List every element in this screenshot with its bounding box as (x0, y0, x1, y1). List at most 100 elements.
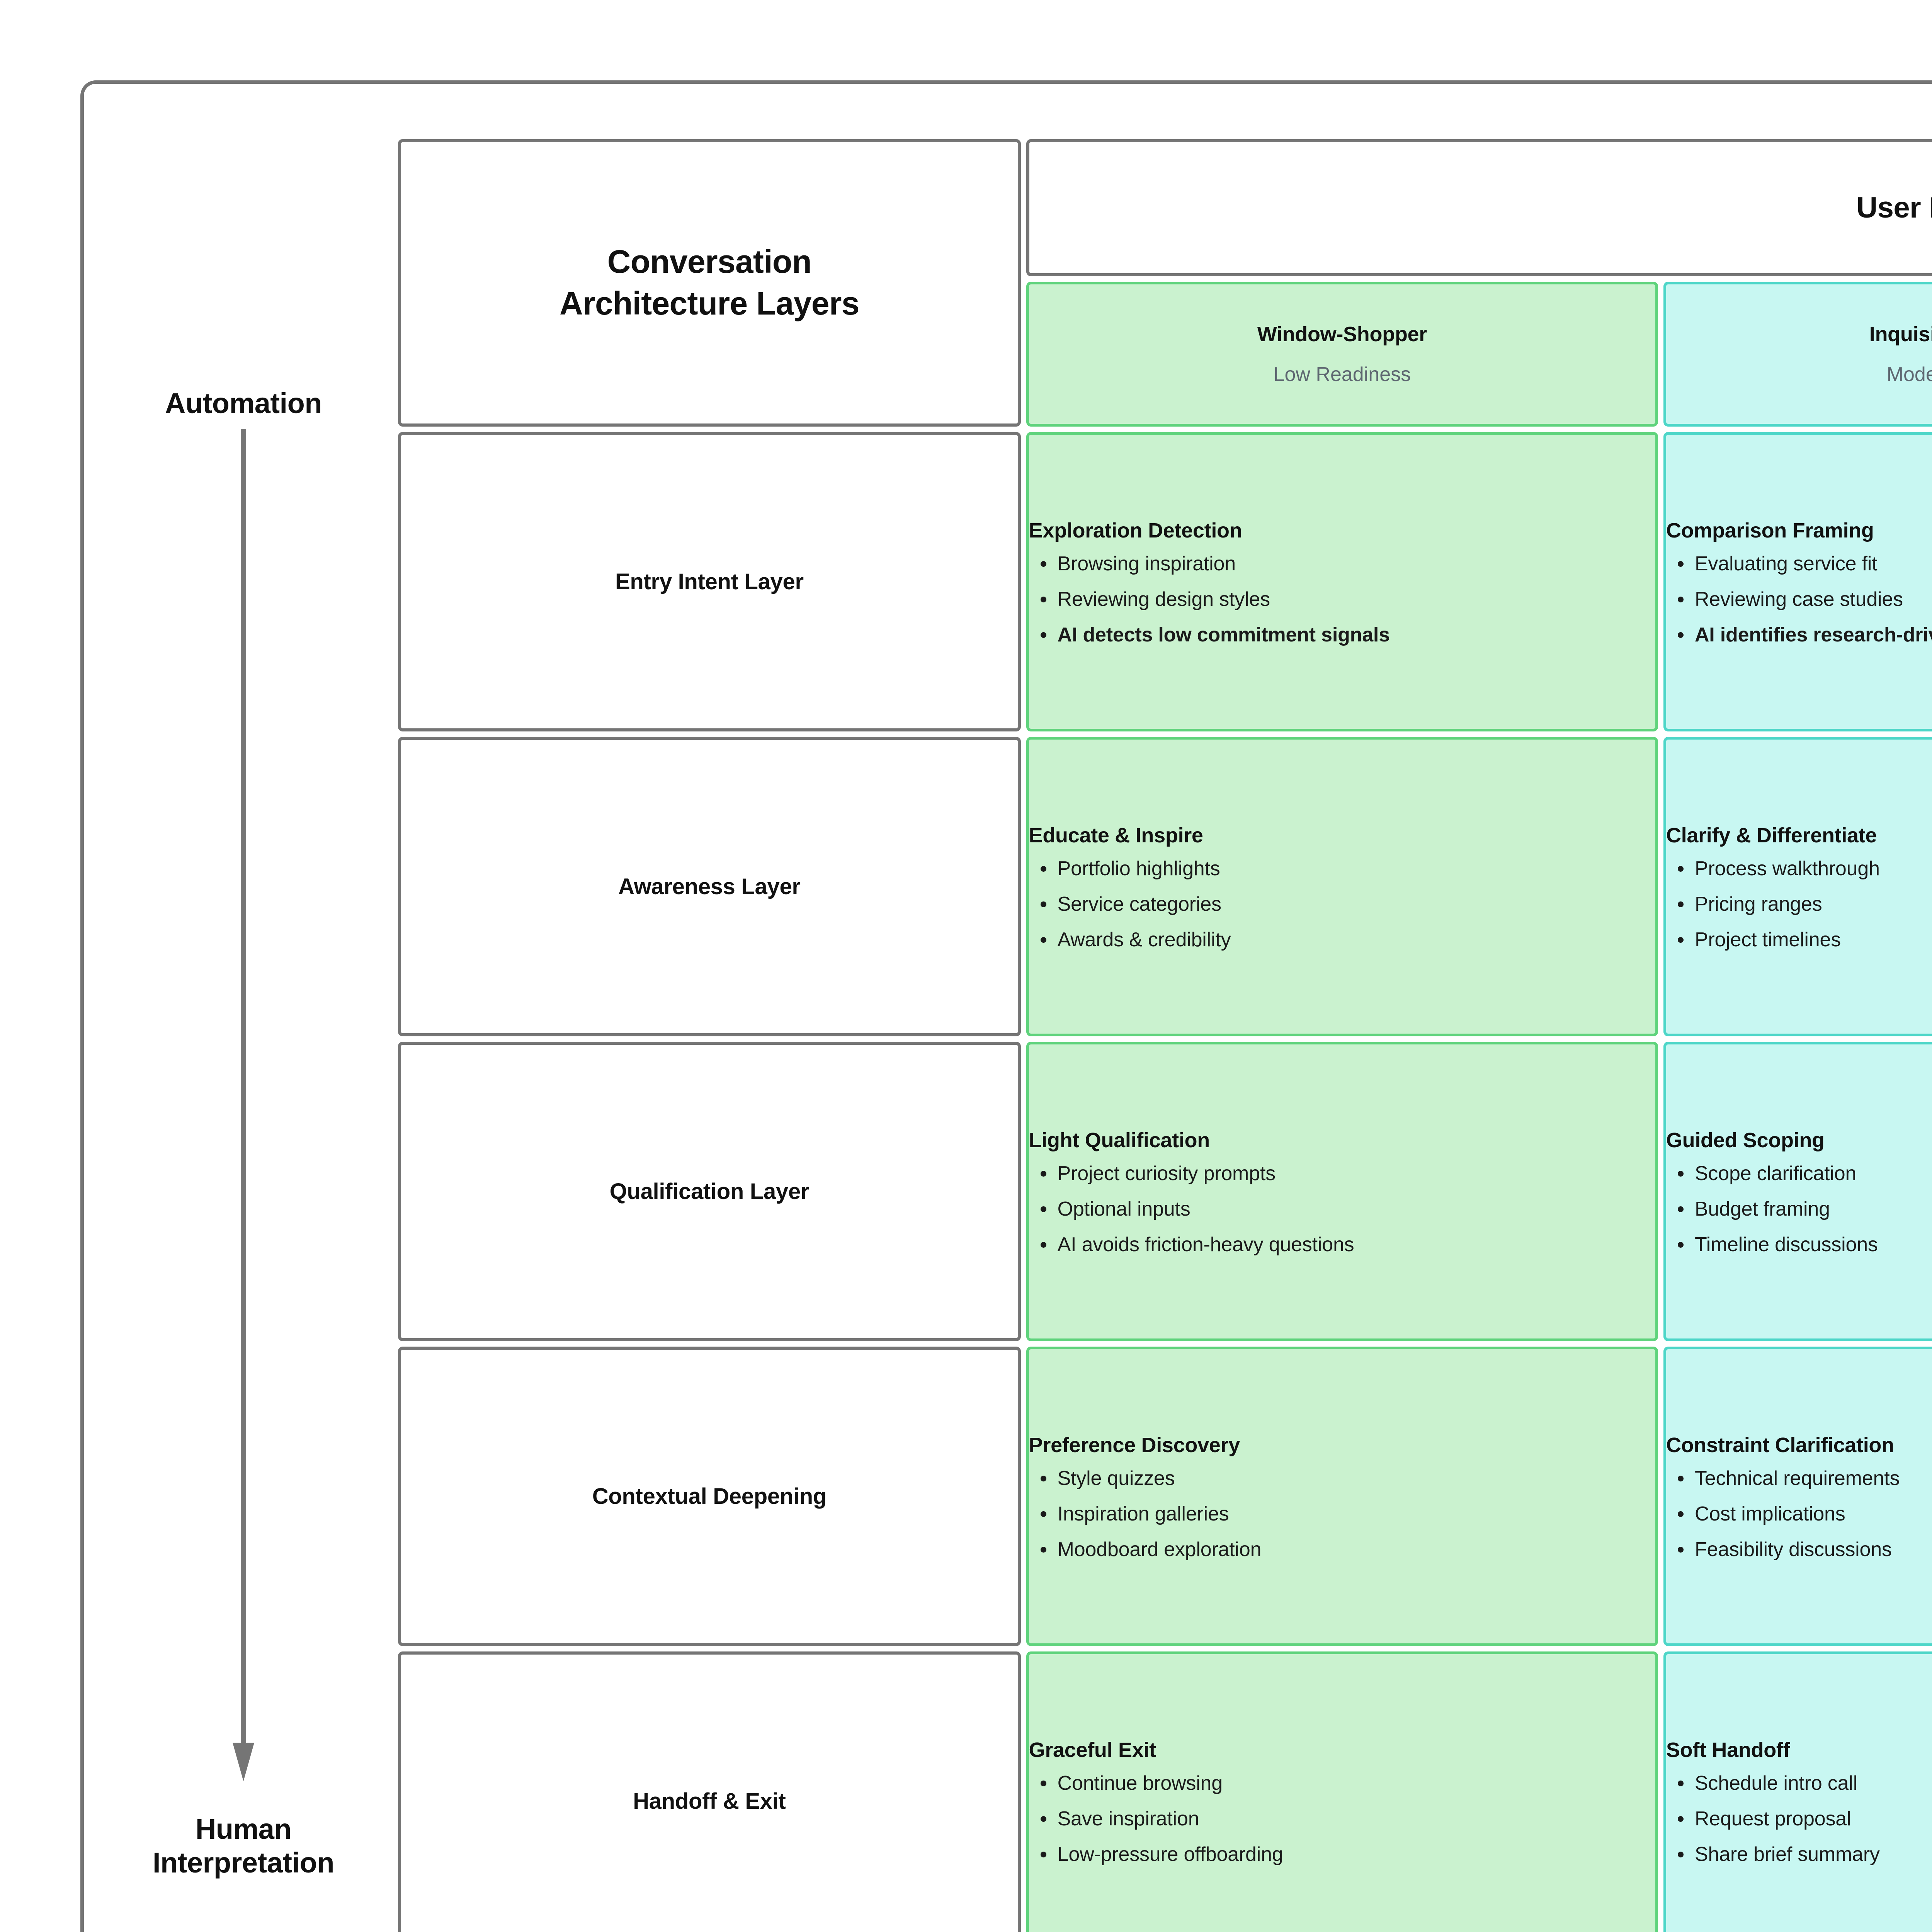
list-item: Service categories (1040, 894, 1655, 914)
gap (1021, 432, 1026, 731)
gap (1658, 432, 1663, 731)
gap (1026, 276, 1932, 282)
cell-title: Soft Handoff (1666, 1738, 1790, 1762)
gap (1658, 427, 1663, 432)
list-item: Scope clarification (1677, 1163, 1932, 1184)
gap (1658, 1347, 1663, 1646)
column-header-label: Inquisitive Researcher (1869, 322, 1932, 346)
list-item: Moodboard exploration (1040, 1539, 1655, 1560)
list-item: Inspiration galleries (1040, 1504, 1655, 1524)
list-item: Cost implications (1677, 1504, 1932, 1524)
list-item: Optional inputs (1040, 1199, 1655, 1219)
column-header-inquisitive-researcher[interactable]: Inquisitive Researcher Moderate Readines… (1663, 282, 1932, 427)
list-item: Budget framing (1677, 1199, 1932, 1219)
list-item: Portfolio highlights (1040, 859, 1655, 879)
list-item: Timeline discussions (1677, 1235, 1932, 1255)
automation-to-human-axis: Automation Human Interpretation (116, 386, 371, 1905)
axis-label-human-line1: Human (195, 1813, 292, 1845)
list-item: Style quizzes (1040, 1468, 1655, 1488)
gap (1658, 737, 1663, 1036)
cell-title: Graceful Exit (1029, 1738, 1156, 1762)
gap (1021, 1042, 1026, 1341)
gap (1021, 427, 1026, 432)
gap (1663, 427, 1932, 432)
gap (1026, 1646, 1658, 1651)
column-header-window-shopper[interactable]: Window-Shopper Low Readiness (1026, 282, 1658, 427)
list-item: AI identifies research-driven queries (1677, 625, 1932, 645)
gap (1663, 1036, 1932, 1042)
gap (1658, 1341, 1663, 1347)
gap (1658, 1042, 1663, 1341)
gap (1026, 427, 1658, 432)
gap (1021, 1341, 1026, 1347)
gap (398, 1646, 1021, 1651)
spacer (398, 1036, 1932, 1042)
row-label-entry-intent-layer: Entry Intent Layer (398, 432, 1021, 731)
cell-title: Educate & Inspire (1029, 824, 1203, 847)
cell-title: Constraint Clarification (1666, 1434, 1894, 1457)
gap (1026, 1036, 1658, 1042)
list-item: Request proposal (1677, 1809, 1932, 1829)
spacer (398, 1646, 1932, 1651)
axis-label-automation: Automation (165, 387, 322, 419)
list-item: AI detects low commitment signals (1040, 625, 1655, 645)
list-item: Project curiosity prompts (1040, 1163, 1655, 1184)
matrix-column-group-title: User Intent States (1026, 139, 1932, 276)
gap (398, 427, 1021, 432)
list-item: Technical requirements (1677, 1468, 1932, 1488)
cell-title: Comparison Framing (1666, 519, 1874, 543)
list-item: Reviewing case studies (1677, 589, 1932, 609)
list-item: Project timelines (1677, 930, 1932, 950)
column-header-sublabel: Low Readiness (1273, 363, 1411, 386)
row-label-awareness-layer: Awareness Layer (398, 737, 1021, 1036)
down-arrow-icon (233, 429, 254, 1781)
list-item: Process walkthrough (1677, 859, 1932, 879)
gap (1663, 1341, 1932, 1347)
gap (1021, 1036, 1026, 1042)
gap (1658, 282, 1663, 427)
list-item: AI avoids friction-heavy questions (1040, 1235, 1655, 1255)
gap (1021, 1347, 1026, 1646)
list-item: Feasibility discussions (1677, 1539, 1932, 1560)
gap (1021, 1651, 1026, 1932)
gap (1658, 731, 1663, 737)
list-item: Share brief summary (1677, 1844, 1932, 1864)
cell-title: Preference Discovery (1029, 1434, 1240, 1457)
gap (1663, 1646, 1932, 1651)
gap (1021, 282, 1026, 427)
spacer (398, 731, 1932, 737)
list-item: Low-pressure offboarding (1040, 1844, 1655, 1864)
gap (1658, 1646, 1663, 1651)
list-item: Pricing ranges (1677, 894, 1932, 914)
gap (1658, 1036, 1663, 1042)
list-item: Evaluating service fit (1677, 554, 1932, 574)
axis-label-human-interpretation: Human Interpretation (116, 1812, 371, 1880)
row-label-handoff-exit: Handoff & Exit (398, 1651, 1021, 1932)
list-item: Schedule intro call (1677, 1773, 1932, 1793)
column-header-label: Window-Shopper (1257, 322, 1427, 346)
axis-label-human-line2: Interpretation (153, 1847, 334, 1879)
gap (398, 1036, 1021, 1042)
gap (1026, 731, 1658, 737)
list-item: Continue browsing (1040, 1773, 1655, 1793)
